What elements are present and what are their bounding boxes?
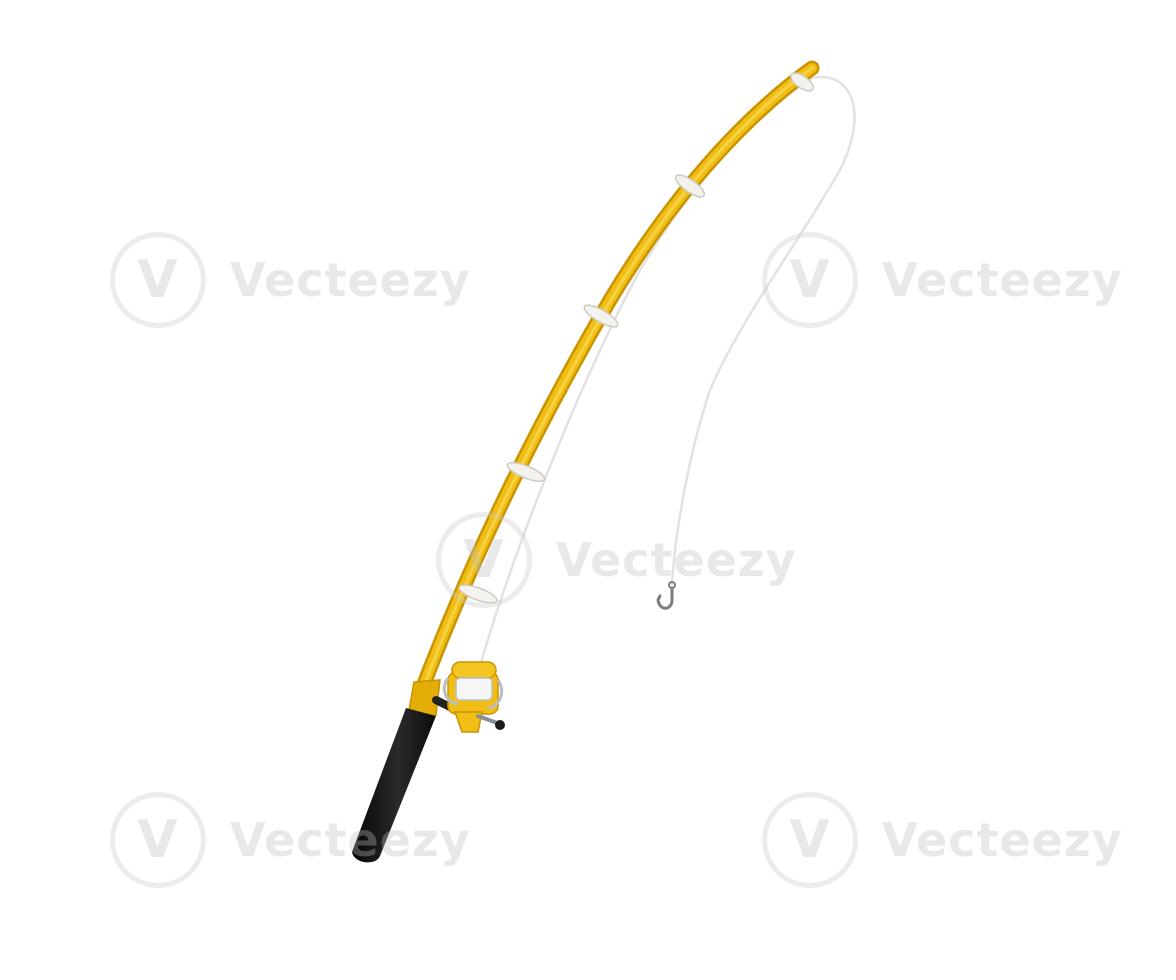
spinning-reel [432,661,505,733]
rod-handle [352,708,436,863]
rod-blank [410,60,820,708]
fishing-line [472,75,856,691]
rod-guide-tip [790,72,814,92]
reel-seat [407,679,441,717]
hook-icon [656,581,676,610]
rod-guides [458,72,814,604]
rod-guide [583,304,619,328]
rod-guide [674,174,706,198]
rod-guide-stripper [458,584,498,604]
rod-guide [506,461,546,483]
